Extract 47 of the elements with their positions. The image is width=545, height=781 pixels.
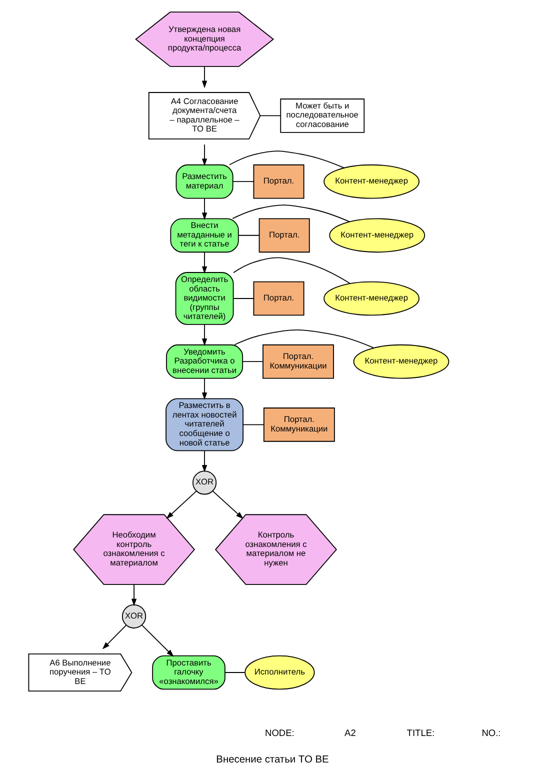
arrow [202, 144, 208, 166]
connector [229, 150, 344, 168]
arrow [202, 324, 208, 346]
node-box: Определить область видимости (группы читателей) [175, 272, 234, 325]
label: NO.: [482, 728, 501, 738]
node-ellipse: Контент-менеджер [324, 281, 420, 316]
connector [234, 329, 374, 348]
label: TITLE: [406, 728, 435, 738]
node-box: Портал. Коммуникации [263, 408, 335, 442]
node-circle: XOR [122, 604, 146, 628]
arrow [131, 584, 137, 606]
connector [242, 424, 264, 426]
node-ellipse: Контент-менеджер [353, 344, 450, 379]
arrow [102, 624, 127, 650]
arrow [202, 252, 208, 274]
label: A2 [344, 728, 356, 738]
diagram-title: Внесение статьи TO BE [216, 754, 329, 766]
node-box: Разместить в лентах новостей читателей сообщение о новой статье [166, 398, 244, 452]
node-box: Портал. [253, 164, 304, 199]
node-box: Портал. [253, 281, 304, 316]
connector [242, 361, 264, 362]
arrow [202, 378, 208, 400]
node-box: Проставить галочку «ознакомился» [152, 655, 226, 690]
node-box: Может быть и последовательное согласование [280, 98, 365, 133]
connector [238, 234, 260, 236]
node-box: Портал. [258, 218, 310, 253]
node-box: Уведомить Разработчика о внесении статьи [166, 344, 244, 379]
arrow [212, 490, 244, 519]
connector [233, 298, 254, 299]
node-box: Портал. Коммуникации [262, 344, 334, 379]
arrow [141, 624, 174, 657]
node-circle: XOR [192, 470, 217, 495]
connector [232, 181, 254, 182]
arrow [166, 490, 197, 519]
node-ellipse: Исполнитель [244, 655, 315, 690]
node-ellipse: Контент-менеджер [329, 218, 426, 253]
arrow [202, 450, 208, 472]
label: NODE: [265, 728, 294, 738]
node-box: Разместить материал [176, 164, 234, 199]
node-box: Внести метаданные и теги к статье [170, 218, 239, 253]
connector [232, 204, 350, 222]
connector [224, 672, 246, 673]
arrow [202, 66, 208, 88]
node-ellipse: Контент-менеджер [324, 164, 420, 199]
connector [260, 115, 281, 116]
connector [233, 257, 351, 284]
arrow [202, 198, 208, 220]
